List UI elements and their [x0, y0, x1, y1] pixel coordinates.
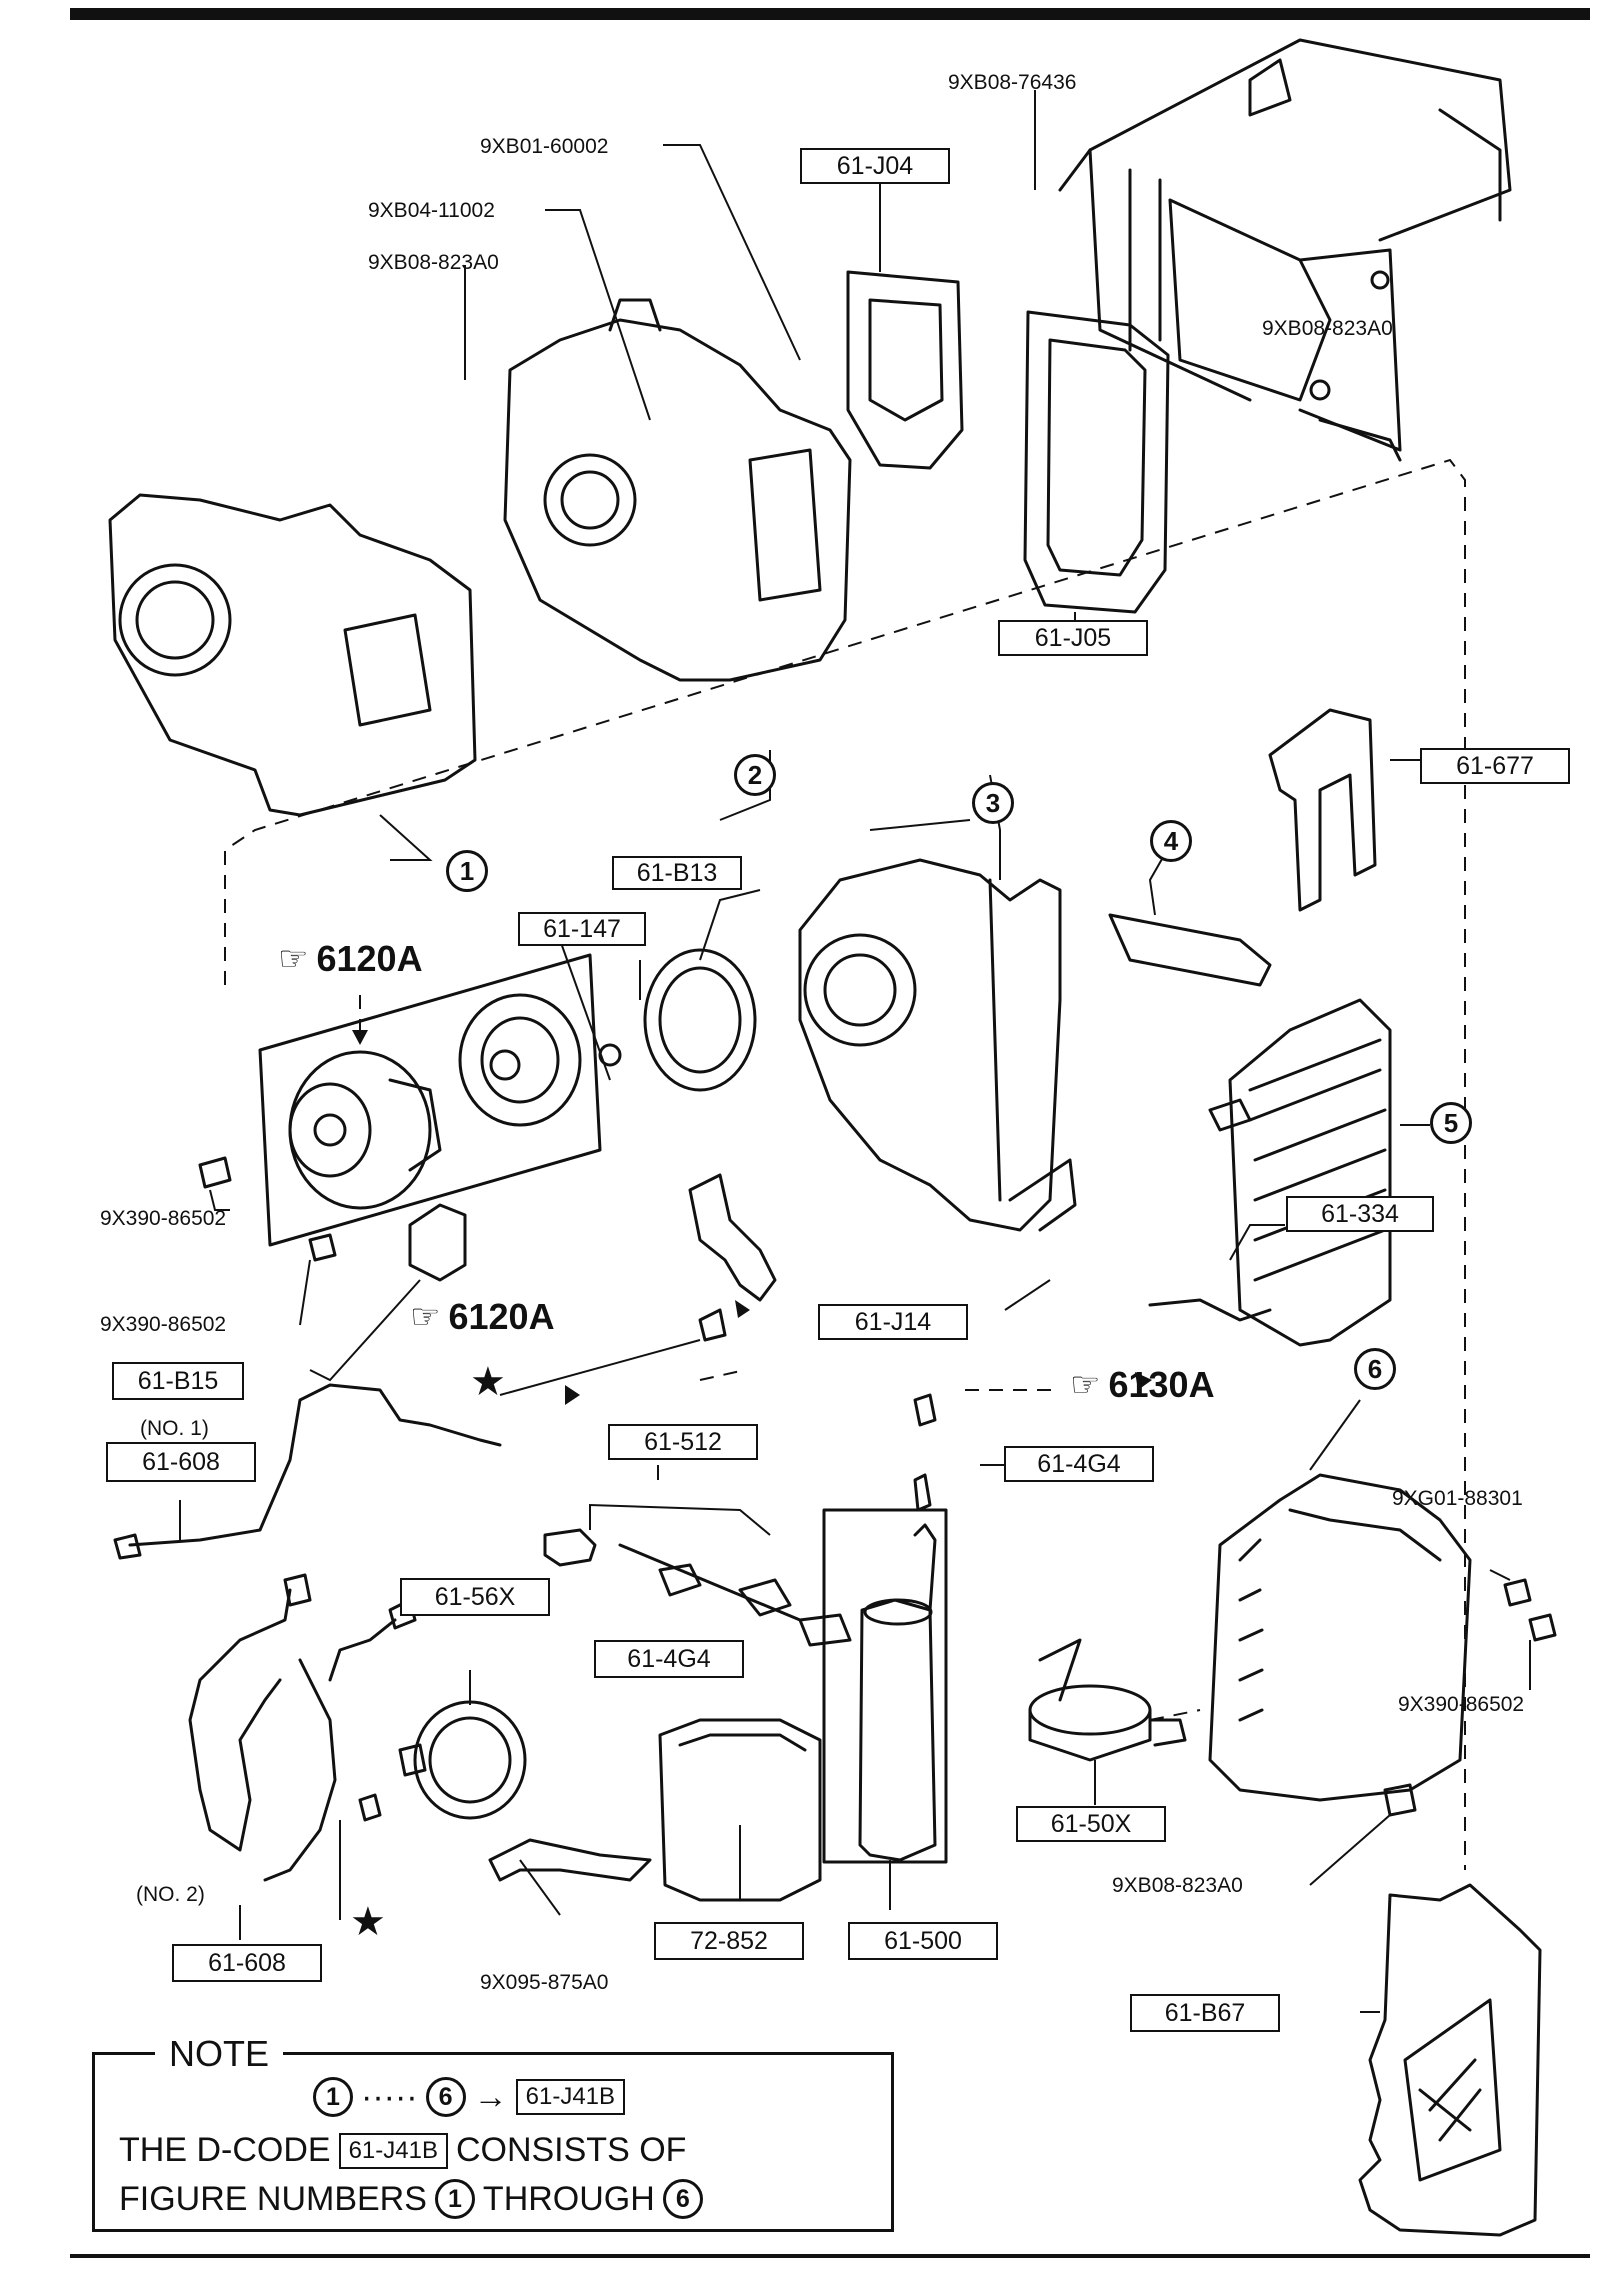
dash-structure — [1058, 38, 1512, 462]
star-marker-lower: ★ — [350, 1900, 386, 1944]
part-label-9x095-875a0: 9X095-875A0 — [480, 1971, 609, 1994]
part-box-61-56x: 61-56X — [400, 1578, 550, 1616]
part-box-61-608-no1: 61-608 — [106, 1442, 256, 1482]
note-line-1: 1 ····· 6 → 61-J41B — [313, 2077, 626, 2117]
reference-code: 6130A — [1108, 1364, 1215, 1405]
reference-code: 6120A — [448, 1296, 555, 1337]
part-box-61-4g4-left: 61-4G4 — [594, 1640, 744, 1678]
figure-callout-5: 5 — [1430, 1102, 1472, 1144]
sensor-no2-label: (NO. 2) — [136, 1883, 205, 1906]
note-text: CONSISTS OF — [455, 2131, 687, 2169]
part-label-9xb08-76436: 9XB08-76436 — [948, 71, 1077, 94]
note-figure-from: 1 — [434, 2179, 475, 2219]
figure-callout-4: 4 — [1150, 820, 1192, 862]
note-line-2: THE D-CODE 61-J41B CONSISTS OF — [119, 2131, 686, 2170]
resistor-61-b15 — [408, 1203, 467, 1282]
note-figure-to: 6 — [425, 2077, 466, 2117]
reference-6120a-middle: ☞ 6120A — [410, 1296, 555, 1338]
part-label-9x390-86502-b: 9X390-86502 — [100, 1313, 227, 1336]
part-box-61-512: 61-512 — [608, 1424, 758, 1460]
figure-callout-2: 2 — [734, 754, 776, 796]
part-label-9xg01-88301: 9XG01-88301 — [1392, 1487, 1523, 1510]
part-box-61-j14: 61-J14 — [818, 1304, 968, 1340]
pointing-hand-icon: ☞ — [410, 1298, 441, 1336]
duct-part-2 — [503, 318, 852, 682]
note-line-3: FIGURE NUMBERS 1 THROUGH 6 — [119, 2179, 703, 2219]
part-box-61-j04: 61-J04 — [800, 148, 950, 184]
expansion-valve-61-512 — [543, 1528, 597, 1567]
receiver-drier-box — [822, 1508, 948, 1864]
pointing-hand-icon: ☞ — [1070, 1366, 1101, 1404]
gasket-61-j05 — [1023, 310, 1170, 614]
sensor-no1-label: (NO. 1) — [140, 1417, 209, 1440]
sensor-61-608-no1 — [128, 1383, 502, 1547]
figure-callout-6: 6 — [1354, 1348, 1396, 1390]
part-label-9x390-86502-c: 9X390-86502 — [1398, 1693, 1525, 1716]
reference-6130a: ☞ 6130A — [1070, 1364, 1215, 1406]
part-label-9xb08-823a0-bottom: 9XB08-823A0 — [1112, 1874, 1243, 1897]
note-text: FIGURE NUMBERS — [119, 2179, 427, 2218]
part-box-61-b13: 61-B13 — [612, 856, 742, 890]
figure-callout-1: 1 — [446, 850, 488, 892]
figure-callout-3: 3 — [972, 782, 1014, 824]
star-marker-upper: ★ — [470, 1360, 506, 1404]
evaporator-5 — [1228, 998, 1392, 1347]
part-box-61-500: 61-500 — [848, 1922, 998, 1960]
hose-9x095 — [488, 1838, 652, 1882]
bottom-rule — [70, 2254, 1590, 2258]
part-box-61-147: 61-147 — [518, 912, 646, 946]
note-text: THE D-CODE — [119, 2131, 331, 2169]
note-text: THROUGH — [482, 2179, 655, 2218]
note-figure-from: 1 — [313, 2077, 353, 2117]
note-figure-to: 6 — [662, 2179, 703, 2219]
part-box-61-4g4-right: 61-4G4 — [1004, 1446, 1154, 1482]
blower-case-3 — [798, 858, 1062, 1232]
part-box-61-334: 61-334 — [1286, 1196, 1434, 1232]
arrow-right-icon: → — [473, 2077, 508, 2116]
reference-6120a-top: ☞ 6120A — [278, 938, 423, 980]
filter-4 — [1108, 913, 1272, 987]
panel-61-b67 — [1358, 1883, 1542, 2237]
note-dots: ····· — [361, 2077, 418, 2116]
part-box-61-b15: 61-B15 — [112, 1362, 244, 1400]
receiver-drier-61-500 — [858, 1598, 937, 1862]
part-label-9xb04-11002: 9XB04-11002 — [368, 199, 495, 222]
part-box-61-j05: 61-J05 — [998, 620, 1148, 656]
part-box-61-50x: 61-50X — [1016, 1806, 1166, 1842]
part-label-9xb08-823a0-right: 9XB08-823A0 — [1262, 317, 1393, 340]
part-label-9xb01-60002: 9XB01-60002 — [480, 135, 609, 158]
part-box-72-852: 72-852 — [654, 1922, 804, 1960]
liner-72-852 — [658, 1718, 822, 1902]
reference-code: 6120A — [316, 938, 423, 979]
note-dcode: 61-J41B — [515, 2079, 626, 2115]
part-box-61-608-no2: 61-608 — [172, 1944, 322, 1982]
note-dcode-inline: 61-J41B — [338, 2132, 448, 2169]
note-title: NOTE — [155, 2033, 284, 2075]
motor-outline — [258, 953, 602, 1247]
top-rule — [70, 8, 1590, 20]
bracket-61-677 — [1268, 708, 1377, 912]
sensor-61-608-no2 — [188, 1588, 292, 1852]
part-box-61-677: 61-677 — [1420, 748, 1570, 784]
part-label-9xb08-823a0-top: 9XB08-823A0 — [368, 251, 499, 274]
pointing-hand-icon: ☞ — [278, 940, 309, 978]
duct-part-1 — [108, 493, 477, 817]
dashed-boundary — [224, 458, 1466, 1870]
bracket-61-50x — [1028, 1684, 1152, 1736]
part-box-61-b67: 61-B67 — [1130, 1994, 1280, 2032]
gasket-61-j04 — [846, 270, 964, 470]
part-label-9x390-86502-a: 9X390-86502 — [100, 1207, 227, 1230]
note-box: NOTE 1 ····· 6 → 61-J41B THE D-CODE 61-J… — [92, 2033, 894, 2232]
